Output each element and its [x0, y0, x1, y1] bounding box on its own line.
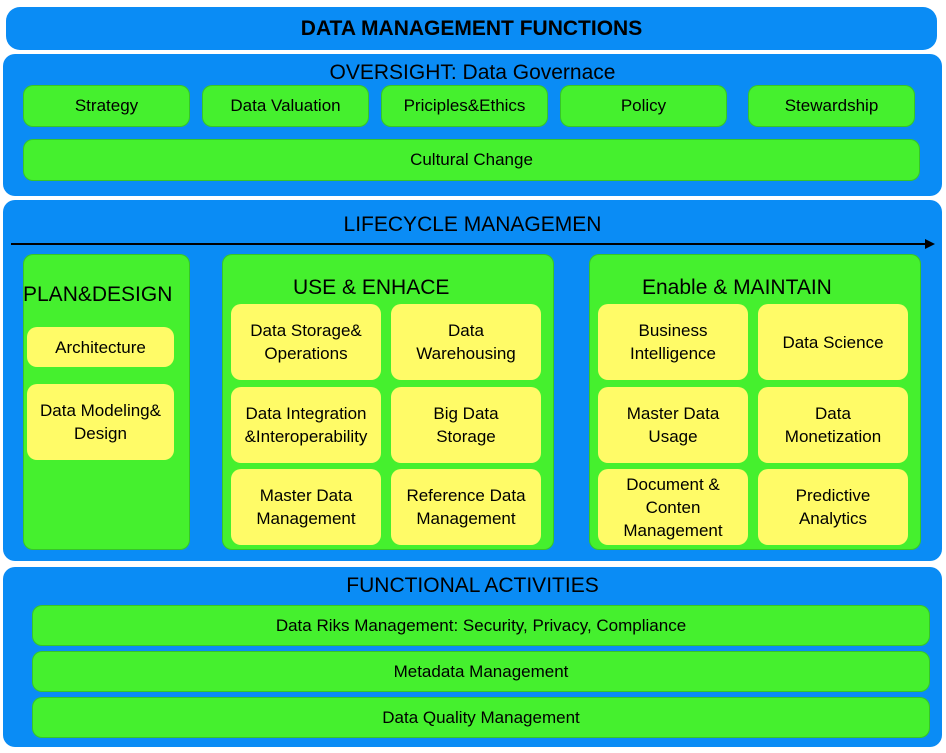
risk-management-box: Data Riks Management: Security, Privacy,… — [32, 605, 930, 646]
use-item-6-label: Reference Data Management — [406, 486, 526, 528]
enable-item-3-label: Master Data Usage — [626, 404, 720, 446]
use-item-4-label: Big Data Storage — [433, 404, 499, 446]
risk-management-label: Data Riks Management: Security, Privacy,… — [275, 615, 687, 635]
data-modeling-box: Data Modeling& Design — [27, 384, 174, 460]
enable-item-3: Master Data Usage — [598, 387, 748, 463]
cultural-change-box: Cultural Change — [23, 139, 920, 181]
enable-item-1: Business Intelligence — [598, 304, 748, 380]
plan-design-title: PLAN&DESIGN — [23, 283, 173, 306]
data-modeling-label: Data Modeling& Design — [40, 401, 161, 443]
data-quality-label: Data Quality Management — [382, 707, 580, 727]
cultural-change-label: Cultural Change — [410, 150, 533, 169]
metadata-management-box: Metadata Management — [32, 651, 930, 692]
use-enhance-title: USE & ENHACE — [293, 276, 450, 299]
use-item-2-label: Data Warehousing — [416, 321, 516, 363]
header-bar: DATA MANAGEMENT FUNCTIONS — [6, 7, 937, 50]
enable-item-2: Data Science — [758, 304, 908, 380]
use-enhance-group: USE & ENHACE Data Storage& Operations Da… — [222, 254, 554, 550]
use-item-6: Reference Data Management — [391, 469, 541, 545]
architecture-label: Architecture — [55, 337, 146, 357]
use-item-3-label: Data Integration &Interoperability — [244, 404, 368, 446]
use-item-1: Data Storage& Operations — [231, 304, 381, 380]
enable-item-4-label: Data Monetization — [784, 404, 882, 446]
policy-box: Policy — [560, 85, 727, 127]
enable-maintain-title: Enable & MAINTAIN — [642, 276, 832, 299]
data-quality-box: Data Quality Management — [32, 697, 930, 738]
lifecycle-title: LIFECYCLE MANAGEMEN — [343, 213, 602, 236]
architecture-box: Architecture — [27, 327, 174, 367]
strategy-box: Strategy — [23, 85, 190, 127]
enable-item-4: Data Monetization — [758, 387, 908, 463]
lifecycle-panel: LIFECYCLE MANAGEMEN PLAN&DESIGN Architec… — [3, 200, 942, 561]
page-title: DATA MANAGEMENT FUNCTIONS — [300, 17, 643, 40]
enable-item-1-label: Business Intelligence — [629, 321, 716, 363]
plan-design-group: PLAN&DESIGN Architecture Data Modeling& … — [23, 254, 190, 550]
metadata-management-label: Metadata Management — [393, 661, 569, 681]
enable-item-6-label: Predictive Analytics — [795, 486, 871, 528]
enable-maintain-group: Enable & MAINTAIN Business Intelligence … — [589, 254, 921, 550]
oversight-title: OVERSIGHT: Data Governace — [329, 61, 616, 84]
data-valuation-label: Data Valuation — [230, 96, 341, 115]
use-item-4: Big Data Storage — [391, 387, 541, 463]
strategy-label: Strategy — [74, 96, 139, 115]
enable-item-5: Document & Conten Management — [598, 469, 748, 545]
lifecycle-arrow — [11, 239, 935, 249]
functional-title: FUNCTIONAL ACTIVITIES — [346, 574, 599, 597]
data-valuation-box: Data Valuation — [202, 85, 369, 127]
use-item-1-label: Data Storage& Operations — [250, 321, 362, 363]
stewardship-label: Stewardship — [784, 96, 879, 115]
principles-ethics-box: Priciples&Ethics — [381, 85, 548, 127]
functional-panel: FUNCTIONAL ACTIVITIES Data Riks Manageme… — [3, 567, 942, 747]
use-item-3: Data Integration &Interoperability — [231, 387, 381, 463]
enable-item-2-label: Data Science — [782, 332, 884, 352]
policy-label: Policy — [620, 96, 667, 115]
use-item-5-label: Master Data Management — [256, 486, 356, 528]
stewardship-box: Stewardship — [748, 85, 915, 127]
principles-ethics-label: Priciples&Ethics — [403, 96, 526, 115]
use-item-5: Master Data Management — [231, 469, 381, 545]
enable-item-5-label: Document & Conten Management — [623, 474, 723, 540]
oversight-panel: OVERSIGHT: Data Governace Strategy Data … — [3, 54, 942, 196]
enable-item-6: Predictive Analytics — [758, 469, 908, 545]
use-item-2: Data Warehousing — [391, 304, 541, 380]
